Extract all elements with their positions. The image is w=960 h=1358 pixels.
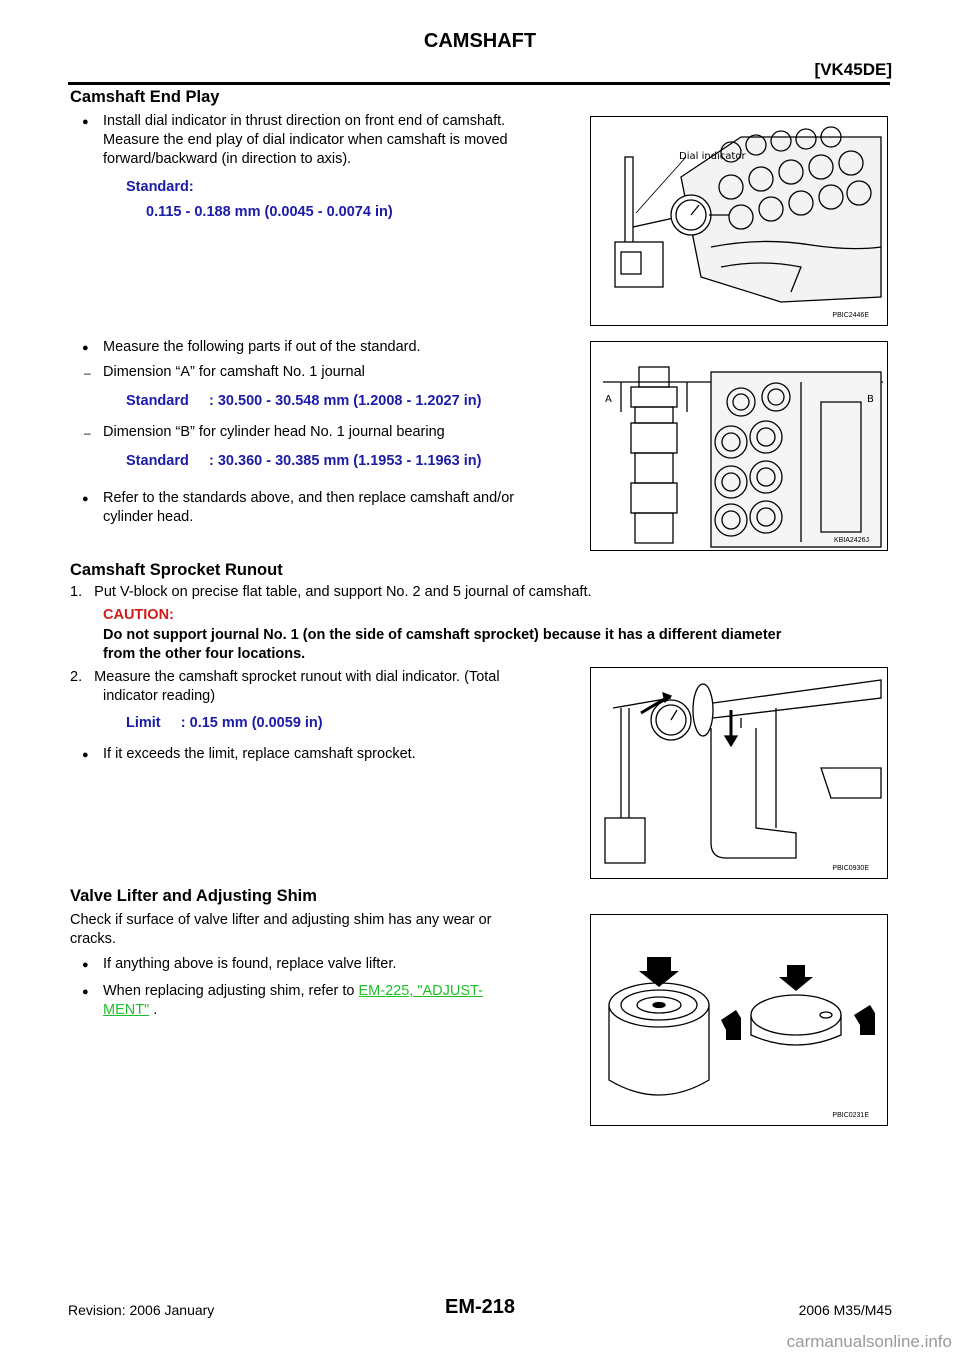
valve-lifter-para: Check if surface of valve lifter and adj… [70, 912, 492, 947]
watermark: carmanualsonline.info [786, 1332, 952, 1351]
sprocket-step1: 1. Put V-block on precise flat table, an… [70, 584, 592, 600]
figure-id: KBIA2426J [833, 537, 869, 544]
footer-revision: Revision: 2006 January [68, 1302, 215, 1318]
journal-dimension-illustration: A B [603, 366, 883, 548]
dimension-a-text: Dimension “A” for camshaft No. 1 journal [103, 364, 365, 380]
heading-valve-lifter: Valve Lifter and Adjusting Shim [70, 887, 317, 905]
figure-sprocket-runout: PBIC0930E [590, 667, 888, 879]
figure-valve-lifter-shim: PBIC0231E [590, 914, 888, 1126]
end-play-bullet1: Install dial indicator in thrust directi… [103, 113, 508, 167]
header-rule [68, 82, 890, 85]
sprocket-step2: 2. Measure the camshaft sprocket runout … [70, 669, 500, 704]
heading-camshaft-end-play: Camshaft End Play [70, 88, 220, 106]
end-play-bullet2: Measure the following parts if out of th… [103, 339, 421, 355]
figure-dial-indicator: Dial indicator PBIC2446E [590, 116, 888, 326]
page-title: CAMSHAFT [423, 30, 537, 52]
bullet-icon: ● [82, 749, 89, 761]
label-b: B [867, 394, 874, 405]
figure-id: PBIC0231E [832, 1112, 869, 1119]
standard-value: 0.115 - 0.188 mm (0.0045 - 0.0074 in) [146, 204, 393, 220]
standard-label: Standard: [126, 179, 194, 195]
figure-id: PBIC2446E [832, 312, 869, 319]
valve-lifter-illustration [608, 957, 875, 1096]
engine-code: [VK45DE] [814, 60, 892, 79]
bullet-icon: ● [82, 342, 89, 354]
dash-icon: – [84, 426, 91, 440]
end-play-bullet3: Refer to the standards above, and then r… [103, 490, 515, 525]
runout-limit: Limit : 0.15 mm (0.0059 in) [126, 715, 323, 731]
standard-a: Standard : 30.500 - 30.548 mm (1.2008 - … [126, 393, 482, 409]
bullet-icon: ● [82, 959, 89, 971]
caution-text: Do not support journal No. 1 (on the sid… [103, 627, 782, 662]
footer-model: 2006 M35/M45 [798, 1302, 892, 1318]
figure-journal-dimensions: A B KBIA2426J [590, 341, 888, 551]
sprocket-bullet: If it exceeds the limit, replace camshaf… [103, 746, 416, 762]
dash-icon: – [84, 366, 91, 380]
dimension-b-text: Dimension “B” for cylinder head No. 1 jo… [103, 424, 445, 440]
dial-indicator-illustration: Dial indicator [614, 126, 882, 303]
sprocket-runout-illustration [604, 679, 882, 864]
bullet-icon: ● [82, 116, 89, 128]
footer-page-number: EM-218 [444, 1296, 516, 1318]
valve-lifter-bullet1: If anything above is found, replace valv… [103, 956, 397, 972]
caution-label: CAUTION: [103, 607, 174, 623]
figure-id: PBIC0930E [832, 865, 869, 872]
standard-b: Standard : 30.360 - 30.385 mm (1.1953 - … [126, 453, 482, 469]
valve-lifter-bullet2: When replacing adjusting shim, refer to … [103, 983, 483, 1018]
adjustment-link[interactable]: EM-225, "ADJUST- [358, 983, 483, 999]
bullet-icon: ● [82, 493, 89, 505]
heading-sprocket-runout: Camshaft Sprocket Runout [70, 561, 283, 579]
dial-indicator-label: Dial indicator [679, 151, 746, 162]
bullet-icon: ● [82, 986, 89, 998]
adjustment-link-continued[interactable]: MENT" [103, 1002, 150, 1018]
label-a: A [605, 394, 612, 405]
